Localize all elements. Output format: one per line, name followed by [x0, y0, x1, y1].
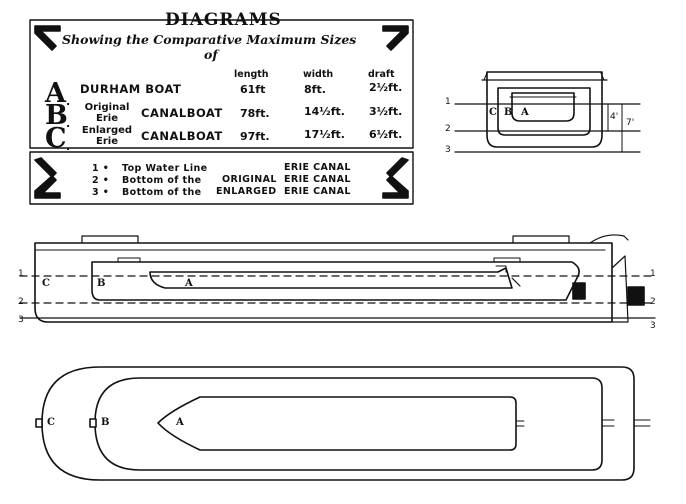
- boat-letter: B: [45, 100, 68, 131]
- column-header-width: width: [303, 69, 334, 80]
- boat-letter: C: [45, 123, 67, 154]
- waterline-2-label: 2: [650, 297, 656, 307]
- hull-label-a: A: [521, 107, 529, 118]
- waterline-3-label: 3: [18, 315, 24, 325]
- waterline-1-label: 1: [445, 97, 451, 107]
- legend-text: Bottom of the: [122, 187, 202, 198]
- title-panel-frame: [29, 19, 414, 205]
- boat-width: 8ft.: [304, 83, 326, 96]
- waterline-1-label: 1: [18, 269, 24, 279]
- subtitle-of: of: [204, 47, 218, 62]
- hull-label-c: C: [489, 107, 497, 118]
- boat-letter-dot: .: [66, 140, 71, 153]
- boat-name: CANALBOAT: [141, 129, 223, 143]
- legend-canal: ERIE CANAL: [284, 162, 351, 173]
- legend-canal: ERIE CANAL: [284, 186, 351, 197]
- boat-name-prefix: Enlarged Erie: [81, 125, 133, 147]
- boat-name: DURHAM BOAT: [80, 82, 182, 96]
- legend-number: 2 •: [92, 175, 110, 186]
- hull-label-a: A: [185, 278, 193, 289]
- column-header-draft: draft: [368, 69, 395, 80]
- boat-letter-dot: .: [66, 117, 71, 130]
- hull-label-b: B: [97, 278, 106, 289]
- boat-draft: 3½ft.: [369, 105, 403, 118]
- legend-text: Top Water Line: [122, 163, 208, 174]
- waterline-3-label: 3: [445, 145, 451, 155]
- hull-label-c: C: [47, 417, 55, 428]
- boat-width: 14½ft.: [304, 105, 345, 118]
- cross-section-diagram: [454, 71, 641, 153]
- depth-label-small: 4': [610, 112, 619, 122]
- boat-draft: 6½ft.: [369, 128, 403, 141]
- legend-size: ENLARGED: [216, 186, 277, 197]
- legend-size: ORIGINAL: [222, 174, 277, 185]
- column-header-length: length: [234, 69, 269, 80]
- hull-label-b: B: [101, 417, 110, 428]
- waterline-2-label: 2: [445, 124, 451, 134]
- boat-letter: A: [45, 78, 66, 109]
- legend-text: Bottom of the: [122, 175, 202, 186]
- plan-view-diagram: [35, 366, 651, 481]
- depth-label-large: 7': [626, 118, 635, 128]
- hull-label-b: B: [504, 107, 513, 118]
- legend-canal: ERIE CANAL: [284, 174, 351, 185]
- subtitle: Showing the Comparative Maximum Sizes: [62, 32, 357, 47]
- hull-label-c: C: [42, 278, 50, 289]
- boat-letter-dot: .: [66, 95, 71, 108]
- boat-name: CANALBOAT: [141, 106, 223, 120]
- legend-number: 1 •: [92, 163, 110, 174]
- boat-length: 61ft: [240, 83, 266, 96]
- waterline-3-label: 3: [650, 321, 656, 331]
- boat-length: 78ft.: [240, 107, 270, 120]
- waterline-2-label: 2: [18, 297, 24, 307]
- boat-width: 17½ft.: [304, 128, 345, 141]
- boat-name-prefix: Original Erie: [84, 102, 130, 124]
- boat-length: 97ft.: [240, 130, 270, 143]
- boat-draft: 2½ft.: [369, 81, 403, 94]
- side-elevation-diagram: [19, 234, 656, 323]
- hull-label-a: A: [176, 417, 184, 428]
- legend-number: 3 •: [92, 187, 110, 198]
- waterline-1-label: 1: [650, 269, 656, 279]
